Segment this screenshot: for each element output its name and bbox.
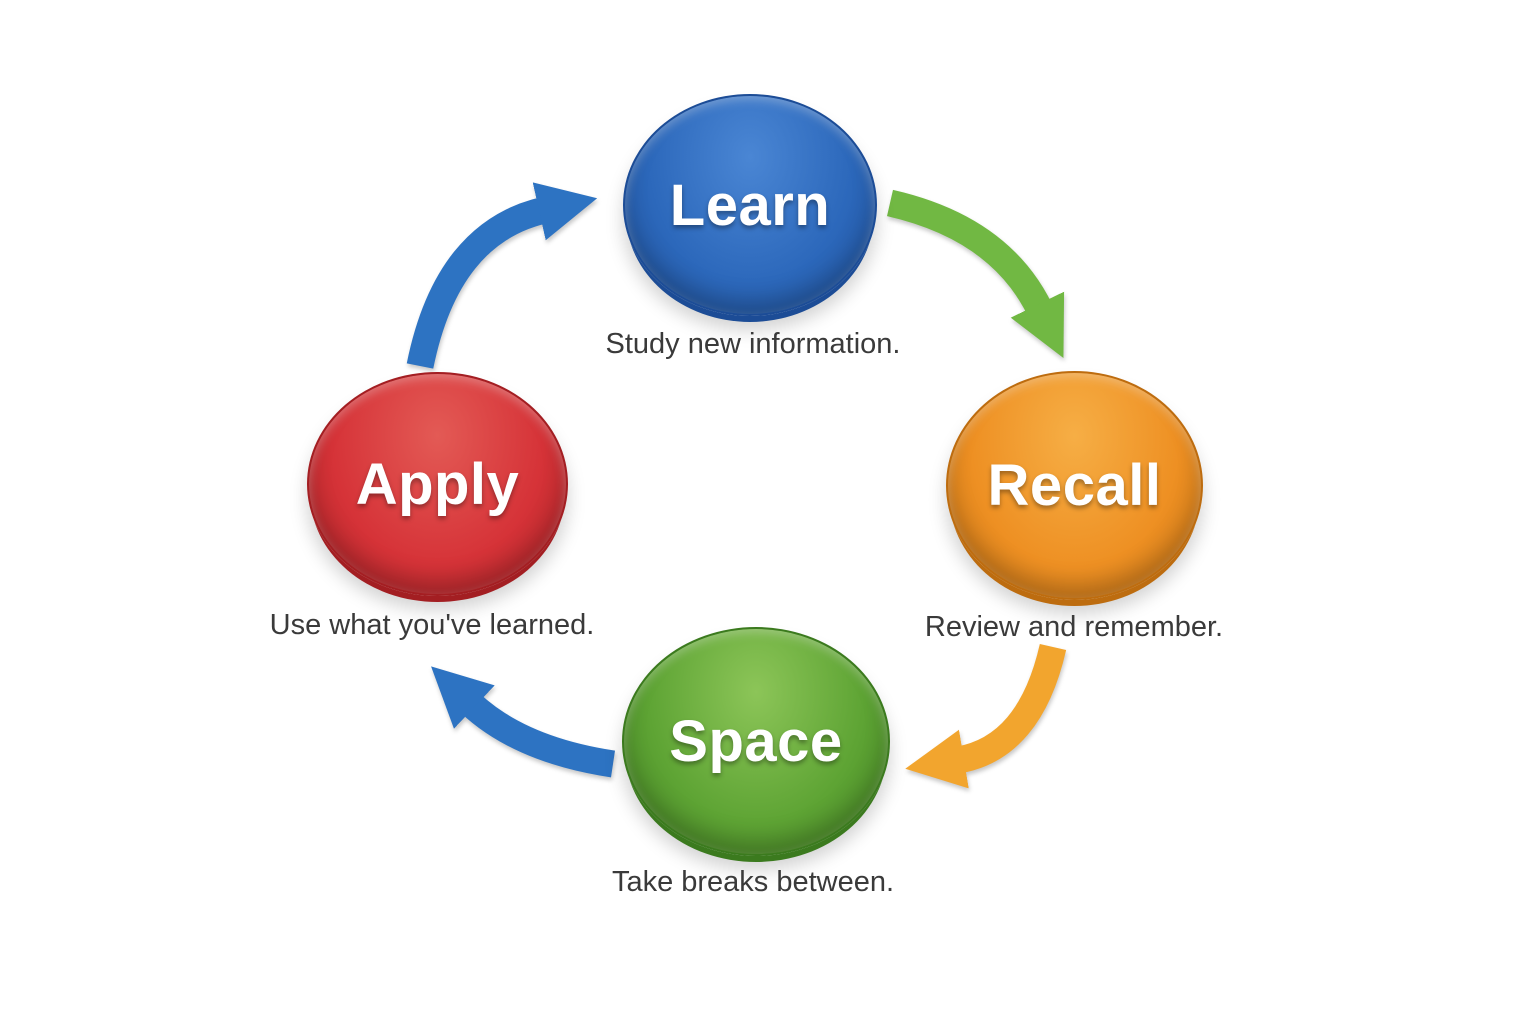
node-recall: Recall	[946, 371, 1203, 600]
arrow-apply-to-learn	[406, 182, 598, 369]
node-apply-label: Apply	[355, 451, 520, 517]
node-recall-caption: Review and remember.	[924, 611, 1224, 643]
node-space: Space	[622, 627, 890, 856]
arrow-recall-to-space	[905, 643, 1067, 789]
node-space-label: Space	[669, 709, 843, 774]
arrow-space-to-apply	[431, 666, 616, 778]
node-apply-caption: Use what you've learned.	[269, 609, 595, 641]
arrow-learn-to-recall	[886, 189, 1065, 359]
node-learn: Learn	[623, 94, 877, 316]
node-learn-label: Learn	[669, 172, 831, 238]
node-recall-label: Recall	[987, 453, 1162, 518]
node-learn-caption: Study new information.	[605, 328, 901, 360]
node-apply: Apply	[307, 372, 568, 596]
node-space-caption: Take breaks between.	[611, 866, 895, 898]
